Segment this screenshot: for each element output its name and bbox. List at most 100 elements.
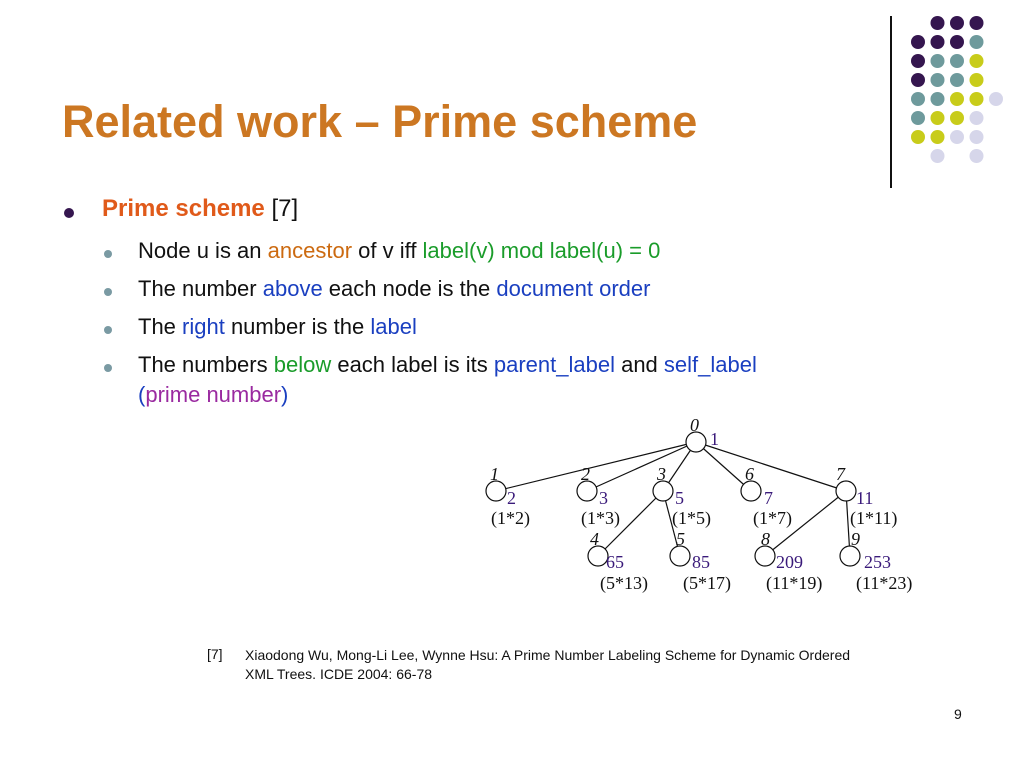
highlight-parent-label: parent_label	[493, 352, 615, 377]
text: The	[138, 314, 183, 339]
text: The number	[138, 276, 263, 301]
decorative-dot-grid	[911, 16, 1003, 163]
text: The numbers	[138, 352, 274, 377]
node-order: 0	[690, 415, 699, 435]
node-order: 7	[836, 464, 846, 484]
decorative-dot	[930, 111, 945, 125]
node-expr: (11*19)	[766, 573, 822, 594]
decorative-dot	[911, 35, 925, 49]
subbullet-dot-icon	[104, 288, 112, 296]
node-order: 3	[656, 464, 666, 484]
highlight-below: below	[273, 352, 332, 377]
subbullet-dot-icon	[104, 250, 112, 258]
node-expr: (5*13)	[600, 573, 648, 594]
node-label: 253	[864, 552, 891, 572]
decorative-dot	[950, 16, 964, 30]
decorative-dot	[930, 35, 945, 49]
node-circle	[740, 480, 762, 502]
decorative-dot	[969, 16, 984, 30]
node-circle	[576, 480, 598, 502]
decorative-dot	[969, 35, 984, 49]
highlight-ancestor: ancestor	[267, 238, 353, 263]
text: each node is the	[322, 276, 497, 301]
node-order: 8	[761, 529, 770, 549]
node-circle	[839, 545, 861, 567]
node-order: 4	[590, 529, 599, 549]
decorative-dot	[930, 54, 945, 68]
decorative-dot	[930, 92, 945, 106]
slide-title: Related work – Prime scheme	[62, 96, 698, 147]
reference-line-1: Xiaodong Wu, Mong-Li Lee, Wynne Hsu: A P…	[245, 647, 851, 663]
highlight-right: right	[182, 314, 225, 339]
node-expr: (1*7)	[753, 508, 792, 529]
node-label: 2	[507, 488, 516, 508]
node-circle	[587, 545, 609, 567]
highlight-self-label: self_label	[663, 352, 757, 377]
decorative-dot	[950, 54, 964, 68]
tree-node: 1 2 (1*2)	[485, 464, 530, 529]
text: and	[614, 352, 664, 377]
subbullet-dot-icon	[104, 364, 112, 372]
node-circle	[669, 545, 691, 567]
tree-node: 6 7 (1*7)	[740, 464, 792, 529]
decorative-dot	[969, 149, 984, 163]
tree-edges	[495, 441, 851, 557]
decorative-dot	[950, 111, 964, 125]
decorative-dot	[911, 73, 925, 87]
node-expr: (1*11)	[850, 508, 897, 529]
tree-node: 2 3 (1*3)	[576, 464, 620, 529]
decorative-dot	[911, 92, 925, 106]
node-label: 1	[710, 429, 719, 449]
node-label: 85	[692, 552, 710, 572]
node-label: 7	[764, 488, 773, 508]
tree-node: 5 85 (5*17)	[669, 529, 731, 594]
subbullet-prime-number-line: (prime number)	[138, 382, 288, 408]
tree-node: 9 253 (11*23)	[839, 529, 912, 594]
node-order: 9	[851, 529, 860, 549]
decorative-dot	[969, 73, 984, 87]
decorative-dot	[969, 111, 984, 125]
decorative-dot	[930, 16, 945, 30]
node-order: 2	[581, 464, 590, 484]
node-order: 6	[745, 464, 754, 484]
decorative-dot	[969, 130, 984, 144]
decorative-dot	[930, 149, 945, 163]
decorative-dot	[930, 130, 945, 144]
node-circle	[652, 480, 674, 502]
paren-close: )	[281, 382, 289, 407]
bullet-term: Prime scheme	[102, 195, 265, 222]
node-circle	[754, 545, 776, 567]
highlight-mod-rule: label(v) mod label(u) = 0	[422, 238, 661, 263]
highlight-prime-number: prime number	[145, 382, 282, 407]
bullet-dot-icon	[64, 208, 74, 218]
reference-line-2: XML Trees. ICDE 2004: 66-78	[245, 666, 433, 682]
node-label: 11	[856, 488, 873, 508]
text: each label is its	[331, 352, 494, 377]
tree-node: 7 11 (1*11)	[835, 464, 897, 529]
paren-open: (	[138, 382, 146, 407]
highlight-label: label	[370, 314, 417, 339]
tree-node: 4 65 (5*13)	[587, 529, 648, 594]
highlight-above: above	[262, 276, 323, 301]
node-expr: (1*2)	[491, 508, 530, 529]
node-expr: (1*3)	[581, 508, 620, 529]
node-expr: (1*5)	[672, 508, 711, 529]
node-circle	[835, 480, 857, 502]
node-label: 3	[599, 488, 608, 508]
text: of v iff	[352, 238, 423, 263]
divider-line	[890, 16, 892, 188]
decorative-dot	[950, 92, 964, 106]
decorative-dot	[930, 73, 945, 87]
node-order: 5	[676, 529, 685, 549]
page-number: 9	[954, 706, 962, 722]
node-label: 209	[776, 552, 803, 572]
decorative-dot	[911, 111, 925, 125]
node-label: 5	[675, 488, 684, 508]
node-circle	[485, 480, 507, 502]
tree-node-root: 0 1	[685, 415, 719, 453]
decorative-dot	[950, 35, 964, 49]
decorative-dot	[911, 54, 925, 68]
node-order: 1	[490, 464, 499, 484]
text: Node u is an	[138, 238, 268, 263]
prime-scheme-tree-diagram: 0 1 1 2 (1*2) 2 3 (1*3) 3 5 (1*5) 6 7 (1…	[485, 415, 912, 594]
